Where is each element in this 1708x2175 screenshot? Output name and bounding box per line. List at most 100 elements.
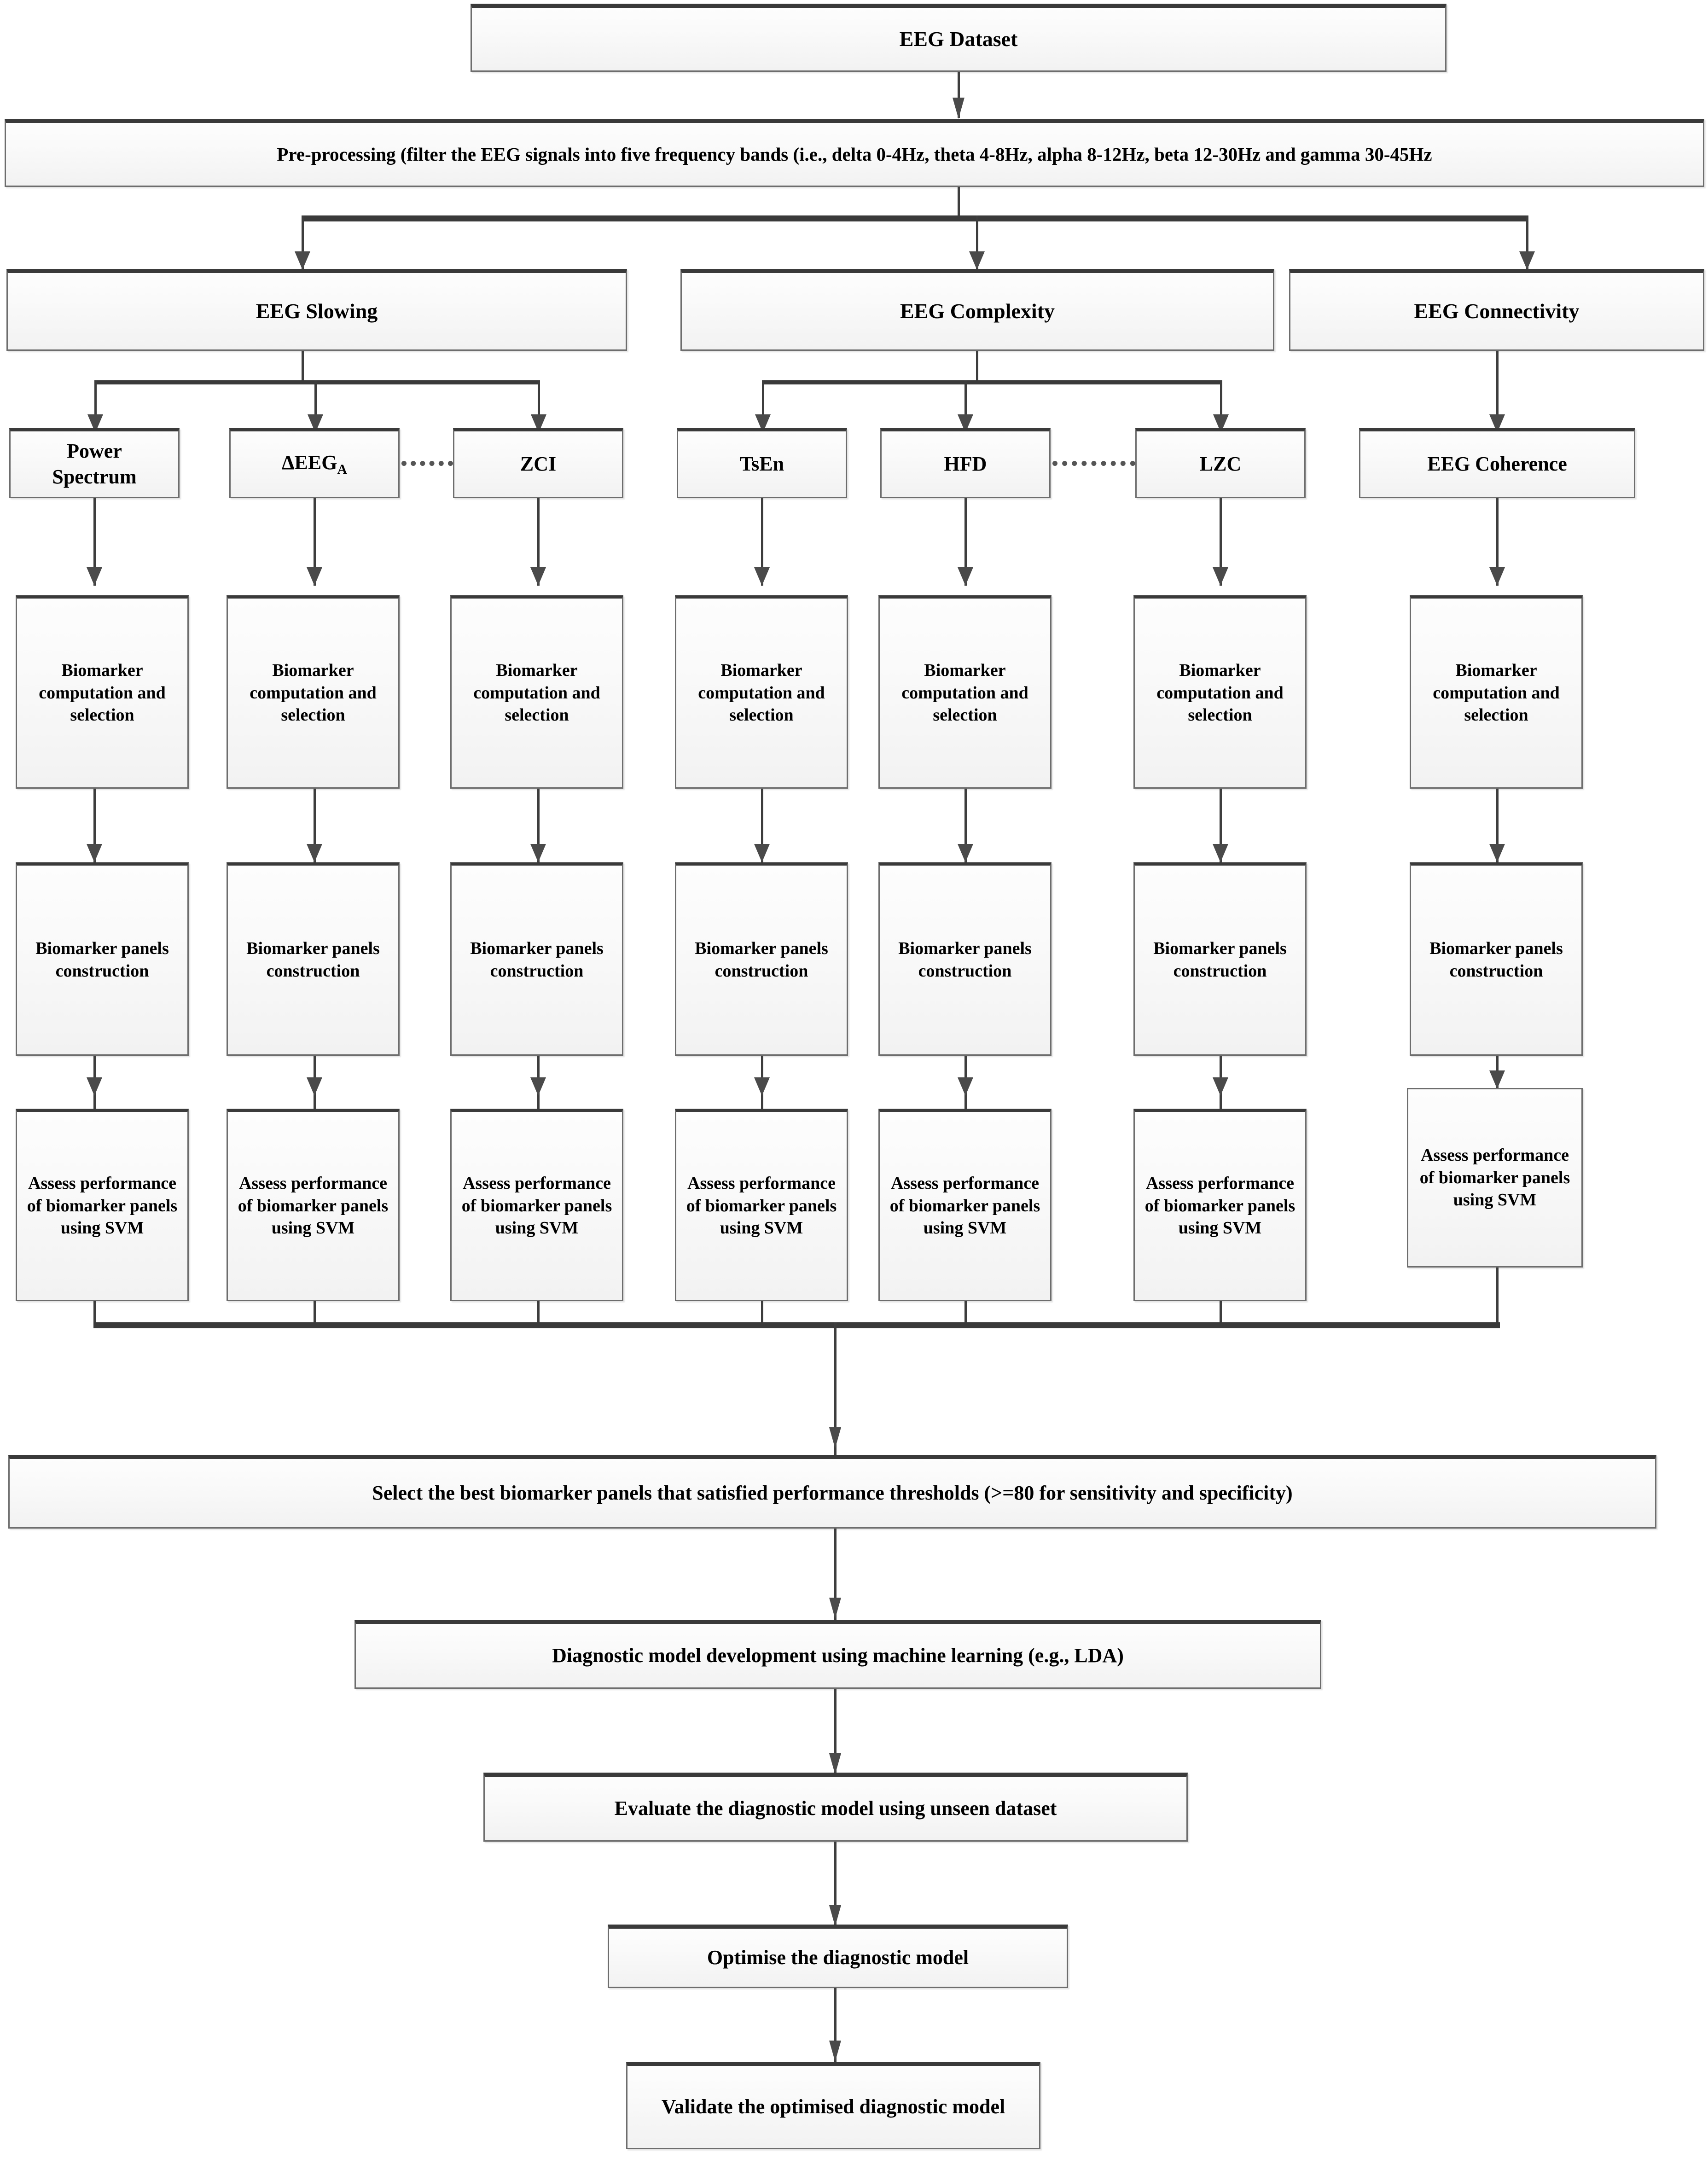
node-biomarker-panels-6-label: Biomarker panels construction (1153, 939, 1287, 981)
node-biomarker-panels-4: Biomarker panels construction (675, 862, 848, 1056)
node-validate-model: Validate the optimised diagnostic model (626, 2062, 1040, 2149)
arrowhead-assess-6 (1213, 1077, 1228, 1096)
node-category-eeg-slowing-label: EEG Slowing (256, 299, 378, 323)
node-evaluate-model: Evaluate the diagnostic model using unse… (483, 1773, 1188, 1842)
arrowhead-connectivity (1519, 251, 1535, 270)
connector-assess-1-down (93, 1301, 96, 1328)
arrowhead-assess-4 (754, 1077, 770, 1096)
node-select-best-panels: Select the best biomarker panels that sa… (8, 1455, 1656, 1529)
node-assess-performance-3: Assess performance of biomarker panels u… (450, 1109, 623, 1301)
arrowhead-computation-2 (307, 567, 322, 586)
connector-computation-to-panels-4 (761, 789, 763, 862)
arrowhead-assess-3 (530, 1077, 546, 1096)
node-category-eeg-complexity: EEG Complexity (680, 269, 1274, 351)
node-method-hfd: HFD (880, 428, 1051, 498)
node-eeg-dataset-label: EEG Dataset (899, 27, 1018, 51)
node-assess-performance-2-label: Assess performance of biomarker panels u… (238, 1174, 389, 1238)
connector-computation-to-panels-3 (537, 789, 540, 862)
node-assess-performance-5-label: Assess performance of biomarker panels u… (889, 1174, 1040, 1238)
node-preprocessing: Pre-processing (filter the EEG signals i… (5, 119, 1704, 187)
connector-merge-to-select (834, 1322, 837, 1456)
link-dotted-deeg-zci (401, 461, 453, 466)
connector-connectivity-to-coherence (1496, 351, 1499, 429)
connector-preprocessing-down (958, 187, 960, 219)
node-optimise-model: Optimise the diagnostic model (608, 1925, 1068, 1988)
node-assess-performance-7: Assess performance of biomarker panels u… (1407, 1088, 1583, 1268)
link-dotted-hfd-lzc (1052, 461, 1135, 466)
node-category-eeg-complexity-label: EEG Complexity (900, 299, 1055, 323)
node-biomarker-computation-7: Biomarker computation and selection (1410, 595, 1583, 789)
node-biomarker-computation-7-label: Biomarker computation and selection (1433, 661, 1560, 725)
connector-computation-to-panels-5 (964, 789, 967, 862)
node-assess-performance-2: Assess performance of biomarker panels u… (227, 1109, 400, 1301)
connector-slowing-bus (94, 380, 540, 384)
node-diagnostic-model-label: Diagnostic model development using machi… (552, 1644, 1124, 1667)
arrowhead-panels-2 (307, 844, 322, 862)
connector-lzc-to-computation (1220, 498, 1222, 586)
connector-assess-2-down (314, 1301, 316, 1328)
node-biomarker-panels-1-label: Biomarker panels construction (35, 939, 169, 981)
arrowhead-complexity (969, 251, 985, 270)
arrowhead-computation-5 (958, 567, 973, 586)
arrowhead-computation-7 (1489, 567, 1505, 586)
node-method-tsen-label: TsEn (739, 452, 784, 475)
arrowhead-computation-6 (1213, 567, 1228, 586)
node-biomarker-computation-4-label: Biomarker computation and selection (698, 661, 825, 725)
arrowhead-panels-1 (87, 844, 102, 862)
arrowhead-assess-2 (307, 1077, 322, 1096)
node-biomarker-computation-6-label: Biomarker computation and selection (1156, 661, 1284, 725)
arrowhead-computation-4 (754, 567, 770, 586)
arrowhead-preprocessing (953, 98, 964, 119)
connector-assess-7-down (1496, 1268, 1499, 1328)
node-evaluate-model-label: Evaluate the diagnostic model using unse… (614, 1797, 1057, 1820)
connector-computation-to-panels-2 (314, 789, 316, 862)
node-biomarker-panels-5: Biomarker panels construction (878, 862, 1052, 1056)
arrowhead-computation-1 (87, 567, 102, 586)
node-biomarker-computation-3-label: Biomarker computation and selection (473, 661, 600, 725)
node-biomarker-panels-7: Biomarker panels construction (1410, 862, 1583, 1056)
node-biomarker-panels-1: Biomarker panels construction (16, 862, 189, 1056)
node-biomarker-panels-3-label: Biomarker panels construction (470, 939, 604, 981)
node-biomarker-computation-4: Biomarker computation and selection (675, 595, 848, 789)
node-biomarker-computation-5-label: Biomarker computation and selection (901, 661, 1028, 725)
arrowhead-panels-4 (754, 844, 770, 862)
node-assess-performance-3-label: Assess performance of biomarker panels u… (461, 1174, 612, 1238)
arrowhead-panels-3 (530, 844, 546, 862)
arrowhead-slowing (295, 251, 310, 270)
connector-select-to-diagnostic (834, 1529, 837, 1621)
connector-assess-3-down (537, 1301, 540, 1328)
node-optimise-model-label: Optimise the diagnostic model (707, 1946, 969, 1969)
node-biomarker-computation-5: Biomarker computation and selection (878, 595, 1052, 789)
connector-category-bus (302, 215, 1528, 221)
arrowhead-assess-5 (958, 1077, 973, 1096)
node-method-delta-eeg-a: ΔEEGA (229, 428, 400, 498)
node-biomarker-computation-6: Biomarker computation and selection (1133, 595, 1307, 789)
arrowhead-select-best (829, 1427, 841, 1448)
node-biomarker-panels-2: Biomarker panels construction (227, 862, 400, 1056)
connector-bus-to-connectivity (1526, 215, 1528, 269)
node-biomarker-panels-7-label: Biomarker panels construction (1429, 939, 1563, 981)
node-diagnostic-model: Diagnostic model development using machi… (354, 1620, 1321, 1689)
arrowhead-optimise-model (829, 1905, 841, 1926)
node-assess-performance-6-label: Assess performance of biomarker panels u… (1144, 1174, 1296, 1238)
connector-assess-5-down (964, 1301, 967, 1328)
arrowhead-computation-3 (530, 567, 546, 586)
node-method-delta-eeg-a-label: ΔEEGA (281, 451, 348, 477)
node-biomarker-panels-3: Biomarker panels construction (450, 862, 623, 1056)
connector-power-to-computation (93, 498, 96, 586)
connector-assess-4-down (761, 1301, 763, 1328)
connector-coherence-to-computation (1496, 498, 1499, 586)
arrowhead-assess-1 (87, 1077, 102, 1096)
connector-slowing-to-deeg (314, 380, 317, 429)
node-eeg-dataset: EEG Dataset (471, 4, 1447, 72)
connector-dataset-to-preprocessing (958, 72, 960, 118)
node-method-eeg-coherence-label: EEG Coherence (1427, 452, 1567, 475)
connector-complexity-down (976, 351, 978, 384)
connector-bus-to-complexity (976, 215, 978, 269)
node-assess-performance-6: Assess performance of biomarker panels u… (1133, 1109, 1307, 1301)
node-biomarker-computation-2-label: Biomarker computation and selection (250, 661, 377, 725)
node-method-zci-label: ZCI (520, 452, 557, 475)
connector-hfd-to-computation (964, 498, 967, 586)
